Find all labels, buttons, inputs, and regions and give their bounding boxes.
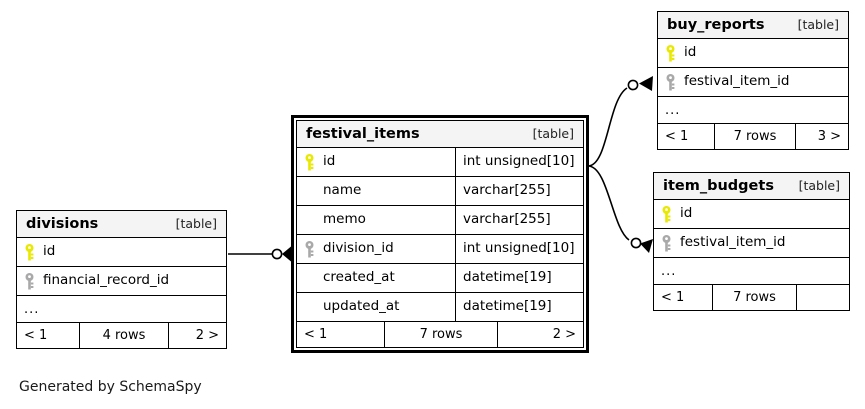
table-title: divisions <box>26 215 99 232</box>
relationship-festival-items-to-item-budgets <box>587 165 653 253</box>
table-footer: < 1 7 rows 3 > <box>658 124 848 149</box>
column-type-cell: int unsigned[10] <box>455 148 583 176</box>
column-type-cell: varchar[255] <box>455 206 583 234</box>
primary-key-icon <box>304 153 321 171</box>
column-type-cell: int unsigned[10] <box>455 235 583 263</box>
foreign-key-icon <box>661 234 678 252</box>
table-title: buy_reports <box>667 16 765 33</box>
next-page-button[interactable]: 2 > <box>195 328 219 343</box>
column-label: name <box>323 182 362 199</box>
column-label: updated_at <box>323 298 400 315</box>
column-label: id <box>323 153 336 170</box>
next-page-button[interactable] <box>797 285 849 310</box>
table-row[interactable]: id <box>654 200 849 229</box>
column-name-cell: id <box>654 200 849 228</box>
table-kind-label: [table] <box>797 16 839 32</box>
prev-page-button[interactable]: < 1 <box>304 327 328 342</box>
table-kind-label: [table] <box>798 177 840 193</box>
more-columns-indicator: ... <box>658 97 848 124</box>
table-row[interactable]: festival_item_id <box>658 68 848 97</box>
next-page-button[interactable]: 3 > <box>817 129 841 144</box>
cardinality-zero-circle <box>630 237 642 249</box>
row-count-label: 7 rows <box>714 124 796 149</box>
column-name-cell: id <box>297 148 455 176</box>
foreign-key-icon <box>665 73 682 91</box>
column-label: financial_record_id <box>43 272 170 289</box>
column-label: created_at <box>323 269 395 286</box>
column-label: festival_item_id <box>680 234 786 251</box>
table-buy-reports[interactable]: buy_reports [table] id <box>657 11 849 150</box>
cardinality-zero-circle <box>271 248 283 260</box>
cardinality-zero-circle <box>627 79 639 91</box>
column-label: id <box>43 243 56 260</box>
prev-page-button[interactable]: < 1 <box>665 129 689 144</box>
table-festival-items[interactable]: festival_items [table] id int unsigned[1… <box>291 115 589 353</box>
column-name-cell: division_id <box>297 235 455 263</box>
prev-page-button[interactable]: < 1 <box>661 290 685 305</box>
column-label: id <box>680 205 693 222</box>
table-kind-label: [table] <box>175 215 217 231</box>
table-header: buy_reports [table] <box>658 12 848 39</box>
table-row[interactable]: name varchar[255] <box>297 177 583 206</box>
table-header: divisions [table] <box>17 211 226 238</box>
table-title: item_budgets <box>663 177 774 194</box>
primary-key-icon <box>661 205 678 223</box>
table-row[interactable]: id <box>17 238 226 267</box>
table-footer: < 1 4 rows 2 > <box>17 323 226 348</box>
primary-key-icon <box>24 243 41 261</box>
column-name-cell: updated_at <box>297 293 455 321</box>
table-footer: < 1 7 rows <box>654 285 849 310</box>
column-name-cell: memo <box>297 206 455 234</box>
next-page-button[interactable]: 2 > <box>552 327 576 342</box>
column-label: memo <box>323 211 366 228</box>
prev-page-button[interactable]: < 1 <box>24 328 48 343</box>
crowsfoot-many-marker <box>640 239 653 253</box>
table-header: festival_items [table] <box>297 121 583 148</box>
foreign-key-icon <box>24 272 41 290</box>
relationship-divisions-to-festival-items <box>228 246 291 262</box>
column-name-cell: created_at <box>297 264 455 292</box>
crowsfoot-many-marker <box>639 76 653 91</box>
column-label: division_id <box>323 240 394 257</box>
column-label: festival_item_id <box>684 73 790 90</box>
column-type-cell: datetime[19] <box>455 293 583 321</box>
column-name-cell: id <box>658 39 848 67</box>
column-name-cell: id <box>17 238 226 266</box>
row-count-label: 7 rows <box>384 322 498 347</box>
column-type-cell: datetime[19] <box>455 264 583 292</box>
table-row[interactable]: created_at datetime[19] <box>297 264 583 293</box>
foreign-key-icon <box>304 240 321 258</box>
table-item-budgets[interactable]: item_budgets [table] id <box>653 172 850 311</box>
row-count-label: 7 rows <box>712 285 797 310</box>
column-type-cell: varchar[255] <box>455 177 583 205</box>
table-row[interactable]: financial_record_id <box>17 267 226 296</box>
table-row[interactable]: memo varchar[255] <box>297 206 583 235</box>
primary-key-icon <box>665 44 682 62</box>
column-name-cell: financial_record_id <box>17 267 226 295</box>
column-name-cell: festival_item_id <box>658 68 848 96</box>
relationship-festival-items-to-buy-reports <box>587 76 653 167</box>
table-title: festival_items <box>306 125 420 142</box>
table-row[interactable]: id int unsigned[10] <box>297 148 583 177</box>
table-divisions[interactable]: divisions [table] id <box>16 210 227 349</box>
table-row[interactable]: id <box>658 39 848 68</box>
table-footer: < 1 7 rows 2 > <box>297 322 583 347</box>
more-columns-indicator: ... <box>654 258 849 285</box>
table-row[interactable]: division_id int unsigned[10] <box>297 235 583 264</box>
table-row[interactable]: festival_item_id <box>654 229 849 258</box>
crowsfoot-many-marker <box>282 246 291 262</box>
table-header: item_budgets [table] <box>654 173 849 200</box>
column-name-cell: festival_item_id <box>654 229 849 257</box>
column-label: id <box>684 44 697 61</box>
generated-by-caption: Generated by SchemaSpy <box>19 379 202 395</box>
table-row[interactable]: updated_at datetime[19] <box>297 293 583 322</box>
row-count-label: 4 rows <box>79 323 169 348</box>
column-name-cell: name <box>297 177 455 205</box>
table-kind-label: [table] <box>532 125 574 141</box>
more-columns-indicator: ... <box>17 296 226 323</box>
